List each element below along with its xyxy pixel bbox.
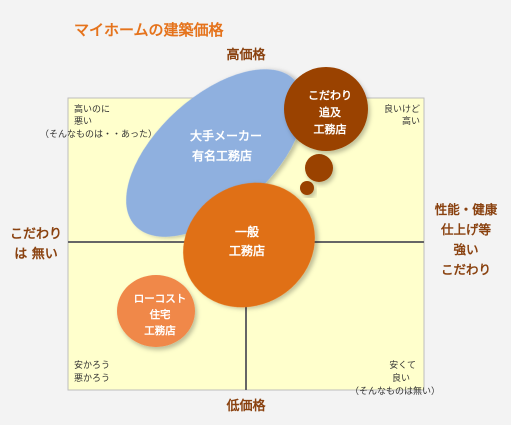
corner-bottom-right-line3: （そんなものは無い） [350, 385, 440, 397]
kodawari-bubble [284, 67, 368, 151]
axis-label-right-line4: こだわり [441, 262, 491, 277]
low-cost-bubble [117, 275, 195, 347]
general-label-line1: 一般 [235, 224, 259, 239]
axis-label-bottom: 低価格 [225, 398, 266, 414]
large-maker-bubble [126, 69, 304, 237]
kodawari-small-dot [300, 181, 314, 195]
axis-label-top: 高価格 [226, 47, 266, 63]
large-maker-label-line2: 有名工務店 [192, 148, 252, 163]
low-cost-label-line1: ローコスト [134, 293, 187, 305]
kodawari-label-line2: 追及 [319, 105, 342, 119]
low-cost-label-line3: 工務店 [144, 324, 176, 337]
general-bubble [183, 182, 315, 308]
corner-bottom-left-line1: 安かろう [74, 359, 110, 371]
corner-top-right-line1: 良いけど [384, 103, 420, 115]
kodawari-medium-dot [305, 154, 333, 182]
large-maker-label-line1: 大手メーカー [190, 128, 262, 143]
corner-bottom-right-line2: 良い [392, 372, 410, 384]
corner-top-left-line3: （そんなものは・・あった） [40, 129, 157, 140]
corner-bottom-right-line1: 安くて [389, 359, 416, 371]
map-title: マイホームの建築価格 [74, 21, 225, 39]
corner-top-left-line1: 高いのに [74, 103, 110, 115]
axis-label-right-line1: 性能・健康 [434, 202, 498, 217]
kodawari-label-line1: こだわり [308, 89, 352, 102]
general-label-line2: 工務店 [229, 243, 265, 258]
corner-bottom-left-line2: 悪かろう [74, 373, 110, 384]
kodawari-label-line3: 工務店 [314, 122, 347, 136]
axis-label-right-line3: 強い [453, 242, 478, 257]
corner-top-right-line2: 高い [402, 115, 420, 127]
axis-label-left-line2: は 無い [14, 246, 58, 262]
low-cost-label-line2: 住宅 [150, 308, 171, 321]
corner-top-left-line2: 悪い [74, 116, 92, 127]
axis-label-right-line2: 仕上げ等 [440, 222, 492, 237]
axis-label-left-line1: こだわり [10, 227, 62, 242]
